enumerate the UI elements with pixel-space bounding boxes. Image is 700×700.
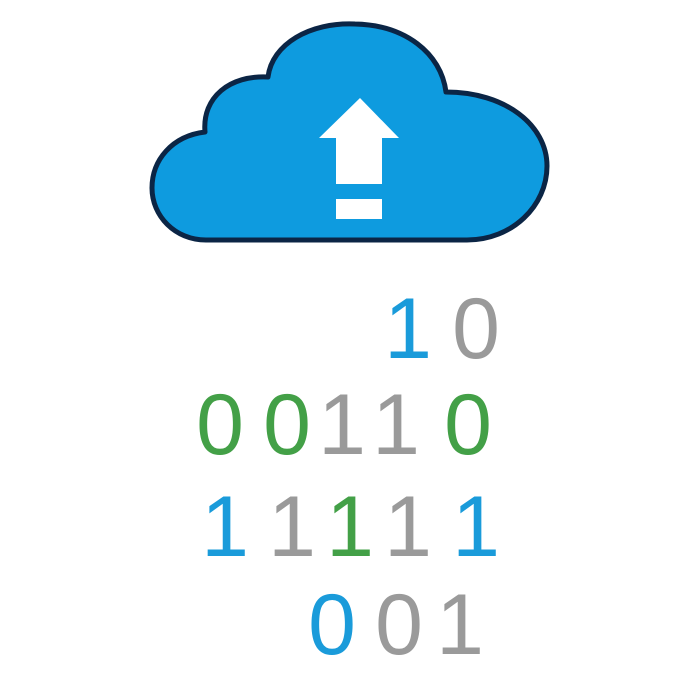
upload-arrow-icon (319, 98, 399, 184)
binary-digit: 1 (372, 377, 420, 473)
binary-digit: 0 (263, 377, 311, 473)
binary-digit: 1 (318, 377, 366, 473)
binary-digit: 1 (436, 577, 484, 673)
binary-digit: 0 (444, 377, 492, 473)
cloud-upload-icon (0, 0, 700, 260)
upload-base-bar (336, 199, 382, 219)
binary-digit: 0 (308, 577, 356, 673)
binary-digit: 1 (201, 479, 249, 575)
binary-digit: 0 (375, 577, 423, 673)
binary-digit: 1 (452, 479, 500, 575)
binary-digit: 0 (452, 281, 500, 377)
binary-digit: 1 (268, 479, 316, 575)
binary-digit: 1 (384, 281, 432, 377)
binary-digit: 1 (384, 479, 432, 575)
binary-digit: 0 (196, 377, 244, 473)
binary-digit: 1 (326, 479, 374, 575)
